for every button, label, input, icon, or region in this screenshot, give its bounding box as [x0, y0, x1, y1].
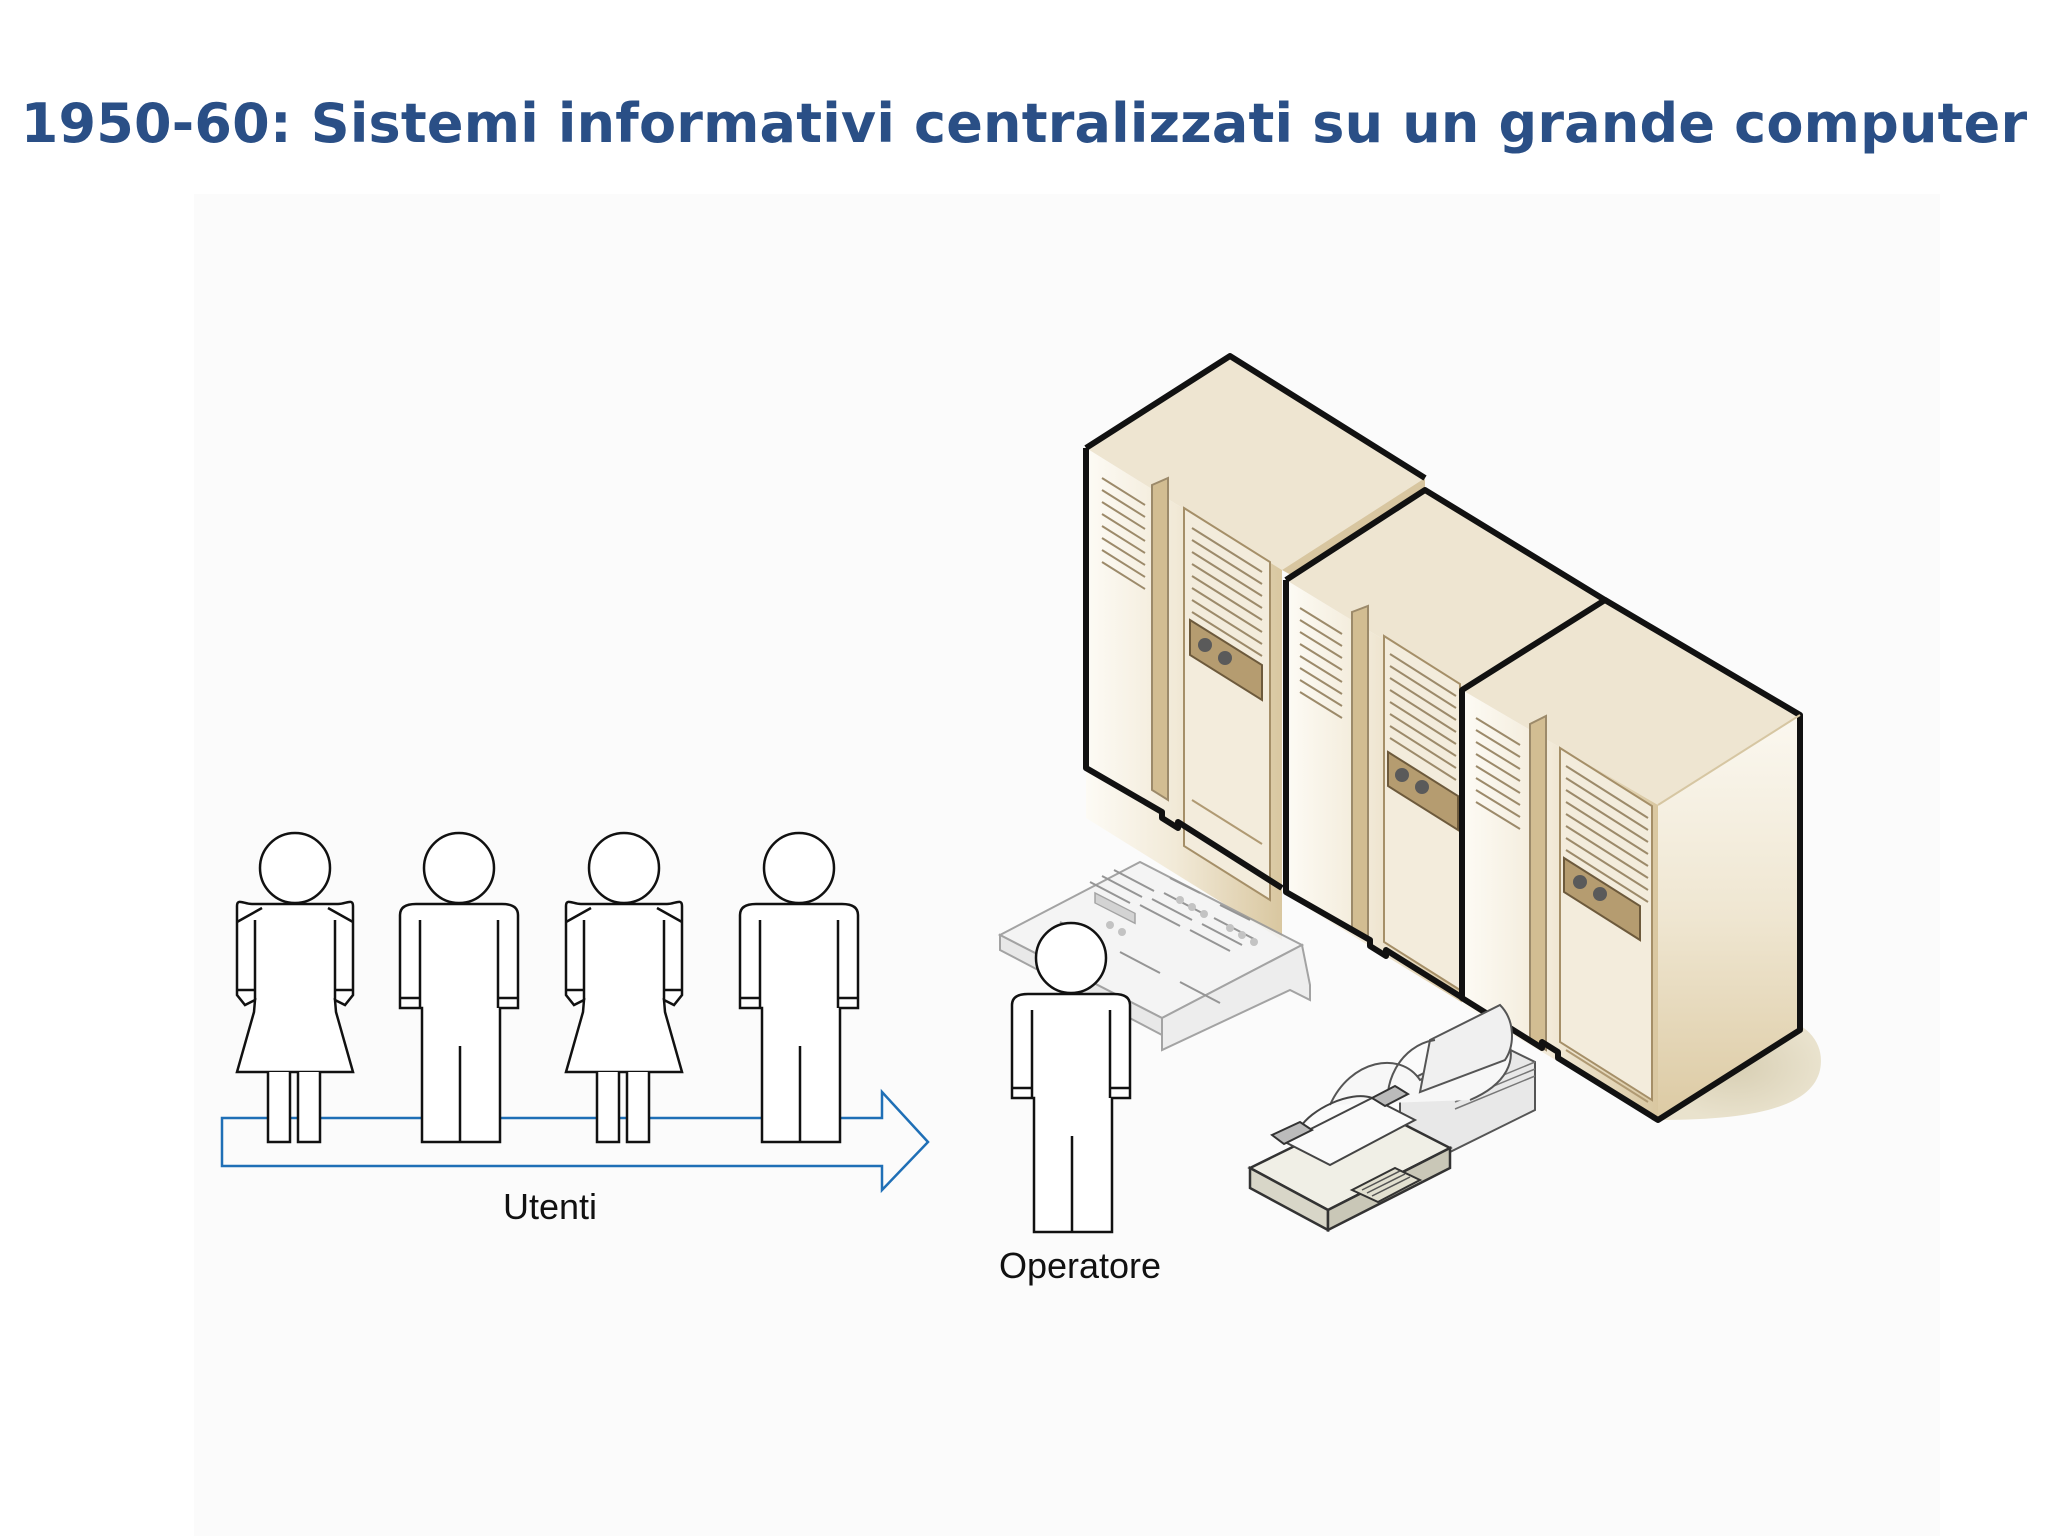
- mainframe-cabinet-icon: [1462, 600, 1800, 1120]
- woman-icon: [237, 833, 353, 1142]
- man-icon: [400, 833, 518, 1142]
- operator-label: Operatore: [960, 1245, 1200, 1287]
- woman-icon: [566, 833, 682, 1142]
- line-printer-icon: [1250, 1005, 1535, 1230]
- users-label: Utenti: [450, 1186, 650, 1228]
- man-icon: [740, 833, 858, 1142]
